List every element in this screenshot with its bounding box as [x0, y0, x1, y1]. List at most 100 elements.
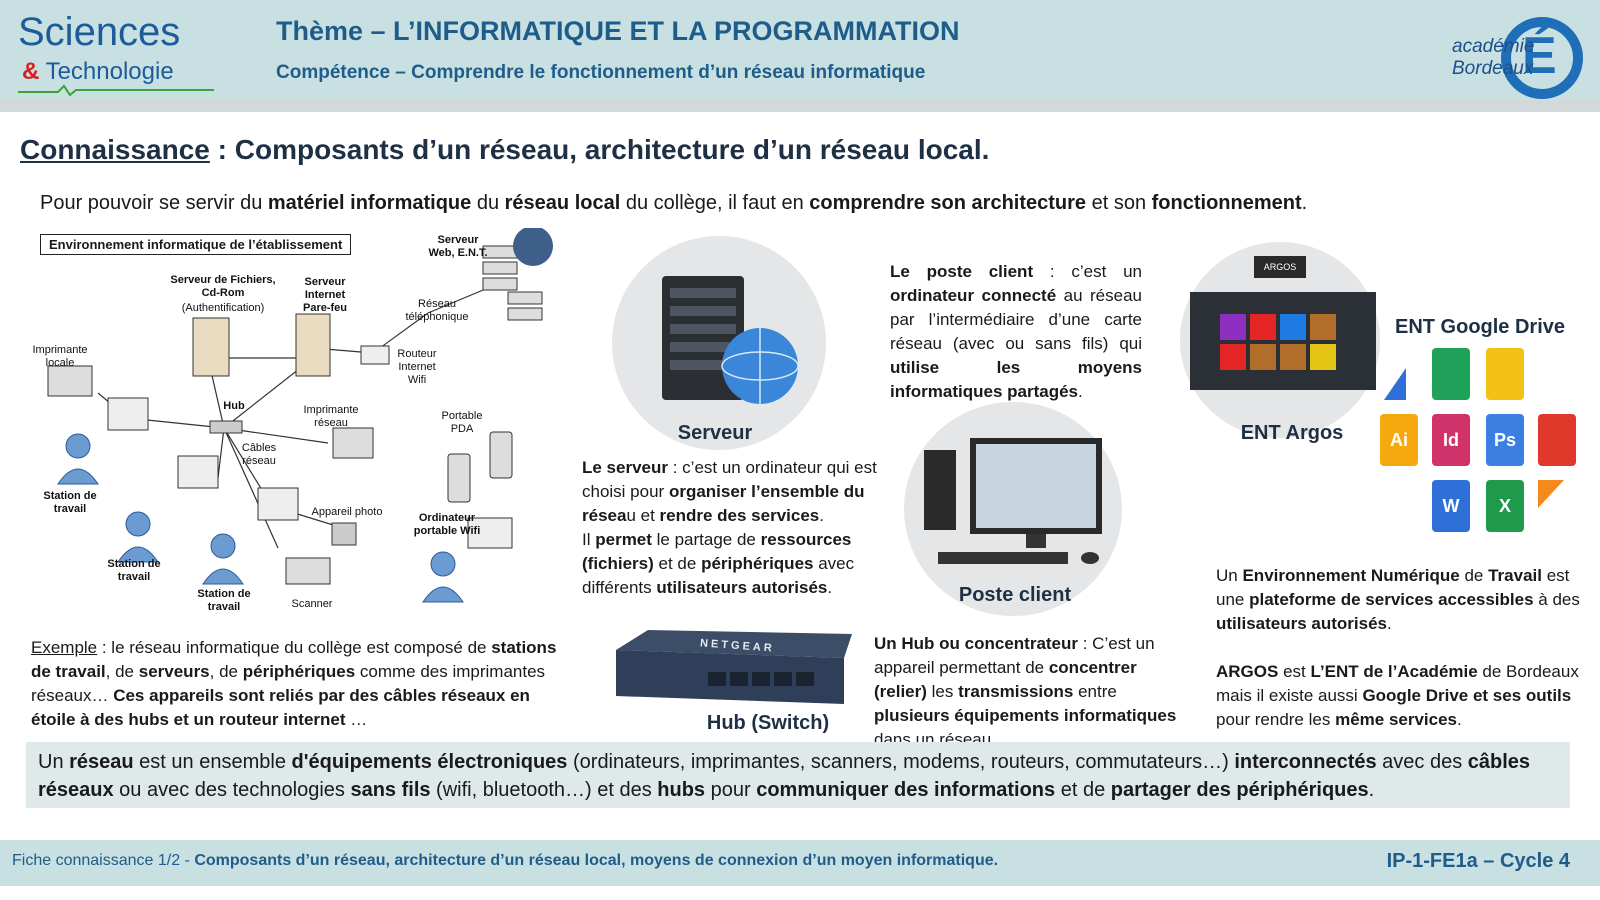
google-drive-caption: ENT Google Drive	[1394, 316, 1566, 338]
label-router: Routeur Internet Wifi	[397, 348, 437, 386]
footer-description: Fiche connaissance 1/2 - Composants d’un…	[12, 852, 998, 870]
academie-line1: académie	[1452, 36, 1535, 57]
label-server-files-sub: (Authentification)	[181, 302, 265, 314]
logo-ampersand: &	[22, 58, 40, 85]
intro-text: et son	[1086, 192, 1152, 214]
intro-bold: fonctionnement	[1151, 192, 1302, 214]
ent-bold: même services	[1335, 710, 1458, 729]
ent-text: .	[1457, 710, 1462, 729]
argos-dashboard-icon	[1190, 292, 1376, 390]
footer-bar: Fiche connaissance 1/2 - Composants d’un…	[0, 840, 1600, 886]
logo-technologie-text: Technologie	[45, 58, 174, 85]
client-bold: utilise les moyens informatiques partagé…	[890, 358, 1142, 401]
logo-sciences-text: Sciences	[18, 10, 181, 54]
label-pda: Portable PDA	[441, 410, 483, 435]
server-bold: organiser l’ensemble du résea	[582, 482, 865, 525]
definition-text: (ordinateurs, imprimantes, scanners, mod…	[567, 751, 1235, 773]
label-phone-network: Réseau téléphonique	[405, 298, 469, 323]
desktop-computer-icon	[924, 438, 1102, 564]
ent-paragraph: Un Environnement Numérique de Travail es…	[1216, 564, 1588, 732]
ent-text: à des	[1533, 590, 1580, 609]
academie-bordeaux-logo: É académie Bordeaux	[1452, 4, 1592, 99]
client-paragraph: Le poste client : c’est un ordinateur co…	[890, 260, 1142, 404]
example-text: …	[345, 710, 368, 729]
client-bold: Le poste client	[890, 262, 1034, 281]
label-station-1: Station de travail	[43, 490, 97, 515]
definition-bold: communiquer des informations	[756, 779, 1056, 801]
ent-text: est une	[1216, 566, 1570, 609]
ent-text: de	[1459, 566, 1489, 585]
label-server-web: Serveur Web, E.N.T.	[428, 234, 488, 259]
server-text: avec différents	[582, 554, 855, 597]
intro-text: du collège, il faut en	[620, 192, 810, 214]
google-app-label-id: Id	[1443, 430, 1459, 450]
label-camera: Appareil photo	[311, 506, 383, 518]
label-cables: Câbles réseau	[241, 442, 277, 467]
definition-text: et de	[1055, 779, 1111, 801]
client-text: .	[1078, 382, 1083, 401]
label-station-2: Station de travail	[107, 558, 161, 583]
definition-text: est un ensemble	[133, 751, 292, 773]
example-text: , de	[209, 662, 243, 681]
network-definition-box: Un réseau est un ensemble d'équipements …	[26, 742, 1570, 808]
definition-bold: partager des périphériques	[1110, 779, 1369, 801]
ent-bold: ARGOS	[1216, 662, 1279, 681]
label-laptop: Ordinateur portable Wifi	[413, 512, 481, 537]
example-text: comme des imprimantes réseaux…	[31, 662, 546, 705]
intro-bold: comprendre son architecture	[809, 192, 1087, 214]
definition-text: (wifi, bluetooth…) et des	[430, 779, 658, 801]
logo-pulse-icon	[18, 84, 214, 96]
server-bold: périphériques	[701, 554, 814, 573]
definition-text: avec des	[1376, 751, 1468, 773]
google-app-label-ps: Ps	[1493, 430, 1517, 450]
server-bold: ressources (fichiers)	[582, 530, 852, 573]
label-station-3: Station de travail	[197, 588, 251, 613]
example-text: : le réseau informatique du collège est …	[97, 638, 492, 657]
hub-text: entre	[1073, 682, 1117, 701]
footer-bold-text: Composants d’un réseau, architecture d’u…	[194, 852, 999, 869]
footer-plain-text: Fiche connaissance 1/2 -	[12, 852, 195, 869]
footer-bottom-strip	[0, 886, 1600, 900]
intro-text: du	[471, 192, 505, 214]
section-heading: Connaissance : Composants d’un réseau, a…	[20, 134, 989, 166]
label-server-internet: Serveur Internet Pare-feu	[302, 276, 348, 314]
definition-bold: interconnectés	[1234, 751, 1377, 773]
definition-text: ou avec des technologies	[113, 779, 351, 801]
server-text: .	[827, 578, 833, 597]
definition-bold: d'équipements électroniques	[291, 751, 568, 773]
argos-badge-text: ARGOS	[1263, 262, 1297, 272]
header-divider	[0, 100, 1600, 112]
section-heading-label: Connaissance	[20, 134, 210, 165]
intro-bold: matériel informatique	[267, 192, 472, 214]
example-paragraph: Exemple : le réseau informatique du coll…	[31, 636, 561, 732]
example-bold: Ces appareils sont reliés par des câbles…	[31, 686, 530, 729]
server-paragraph: Le serveur : c’est un ordinateur qui est…	[582, 456, 878, 600]
network-diagram-drawing	[47, 228, 553, 603]
client-text: au réseau par l’intermédiaire d’une cart…	[890, 286, 1142, 353]
definition-bold: hubs	[657, 779, 706, 801]
server-bold: Le serveur	[582, 458, 668, 477]
google-app-label-ai: Ai	[1390, 430, 1408, 450]
example-bold: périphériques	[242, 662, 356, 681]
definition-bold: sans fils	[350, 779, 431, 801]
ent-text: Un	[1216, 566, 1243, 585]
network-diagram: Environnement informatique de l’établiss…	[28, 228, 572, 620]
label-server-files: Serveur de Fichiers, Cd-Rom	[170, 274, 276, 299]
footer-reference: IP-1-FE1a – Cycle 4	[1386, 850, 1570, 872]
server-text: Il	[582, 530, 596, 549]
definition-bold: réseau	[69, 751, 134, 773]
server-icon	[662, 276, 799, 404]
intro-text: Pour pouvoir se servir du	[40, 192, 268, 214]
client-caption: Poste client	[958, 584, 1072, 606]
academie-ring-icon	[1501, 17, 1583, 99]
hub-bold: Un Hub ou concentrateur	[874, 634, 1079, 653]
example-bold: stations de travail	[31, 638, 557, 681]
ent-bold: L’ENT de l’Académie	[1310, 662, 1478, 681]
hub-bold: plusieurs équipements informatiques	[874, 706, 1177, 725]
definition-text: pour	[705, 779, 757, 801]
hub-bold: concentrer (relier)	[874, 658, 1137, 701]
hub-text: : C’est un appareil permettant de	[874, 634, 1155, 677]
hub-caption: Hub (Switch)	[706, 712, 830, 734]
ent-text: de Bordeaux mais il existe aussi	[1216, 662, 1579, 705]
sciences-technologie-logo: Sciences & Technologie	[18, 8, 218, 96]
